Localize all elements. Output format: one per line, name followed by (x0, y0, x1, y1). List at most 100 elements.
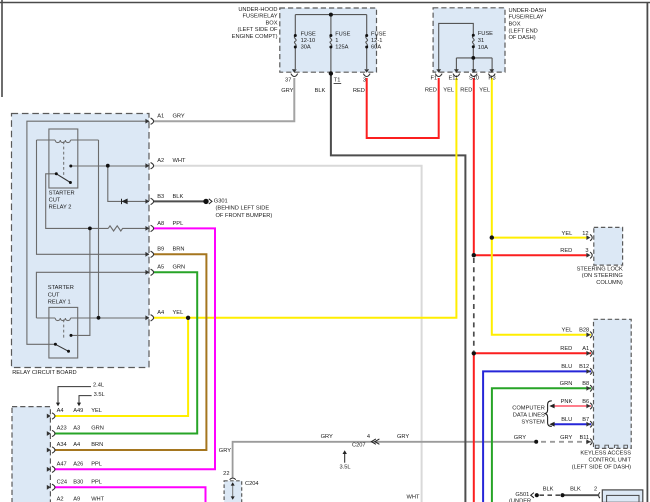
svg-text:CUT: CUT (49, 198, 61, 204)
svg-text:G501: G501 (515, 492, 529, 498)
svg-text:PPL: PPL (91, 461, 102, 467)
svg-text:FUSE/RELAY: FUSE/RELAY (509, 15, 544, 21)
svg-text:STEERING LOCK: STEERING LOCK (577, 267, 623, 273)
svg-text:3.5L: 3.5L (340, 465, 351, 471)
svg-text:10A: 10A (478, 45, 488, 51)
svg-text:DATA LINES: DATA LINES (513, 412, 545, 418)
svg-text:GRY: GRY (560, 435, 572, 441)
svg-text:RELAY 2: RELAY 2 (49, 205, 72, 211)
svg-text:3.5L: 3.5L (94, 392, 105, 398)
svg-text:FUSE/RELAY: FUSE/RELAY (243, 14, 278, 20)
svg-text:GRY: GRY (397, 434, 409, 440)
svg-text:FUSE: FUSE (335, 31, 350, 37)
svg-text:2: 2 (594, 486, 597, 492)
svg-text:3: 3 (363, 77, 366, 83)
svg-text:BLK: BLK (173, 194, 184, 200)
svg-text:37: 37 (285, 77, 291, 83)
svg-text:G301: G301 (214, 198, 228, 204)
svg-text:RED: RED (425, 88, 437, 94)
svg-text:BRN: BRN (91, 442, 103, 448)
svg-text:GRY: GRY (281, 88, 293, 94)
svg-text:B11: B11 (579, 435, 589, 441)
svg-text:STARTER: STARTER (48, 285, 74, 291)
svg-text:ENGINE COMPT): ENGINE COMPT) (232, 34, 278, 40)
svg-text:(BEHIND LEFT SIDE: (BEHIND LEFT SIDE (216, 206, 270, 212)
svg-text:COMPUTER: COMPUTER (512, 405, 545, 411)
svg-text:(LEFT END: (LEFT END (509, 28, 538, 34)
svg-text:(ON STEERING: (ON STEERING (582, 273, 623, 279)
svg-text:CONTROL UNIT: CONTROL UNIT (589, 458, 632, 464)
svg-text:FUSE: FUSE (478, 31, 493, 37)
svg-text:B9: B9 (157, 247, 164, 253)
svg-text:B7: B7 (582, 417, 589, 423)
svg-text:B28: B28 (579, 327, 589, 333)
svg-text:PPL: PPL (91, 479, 102, 485)
svg-text:BLK: BLK (543, 487, 554, 493)
svg-text:A4: A4 (57, 408, 64, 414)
svg-text:RED: RED (460, 88, 472, 94)
svg-text:B8: B8 (582, 381, 589, 387)
svg-text:31: 31 (478, 38, 484, 44)
svg-text:FUSE: FUSE (371, 31, 386, 37)
svg-text:RED: RED (353, 88, 365, 94)
svg-text:12-1: 12-1 (371, 38, 382, 44)
svg-text:30A: 30A (301, 45, 311, 51)
svg-text:A1: A1 (582, 346, 589, 352)
svg-text:B3: B3 (157, 194, 164, 200)
svg-text:COLUMN): COLUMN) (596, 280, 623, 286)
svg-text:BLU: BLU (561, 417, 572, 423)
svg-text:B30: B30 (73, 479, 83, 485)
svg-text:(UNDER: (UNDER (509, 499, 531, 502)
svg-text:YEL: YEL (479, 88, 490, 94)
svg-text:2.4L: 2.4L (93, 383, 104, 389)
svg-text:BLK: BLK (570, 487, 581, 493)
svg-text:A1: A1 (157, 114, 164, 120)
svg-text:A47: A47 (57, 461, 67, 467)
svg-text:OF FRONT BUMPER): OF FRONT BUMPER) (216, 213, 273, 219)
svg-text:A2: A2 (57, 497, 64, 502)
svg-text:12: 12 (582, 231, 588, 237)
svg-text:A2: A2 (157, 158, 164, 164)
svg-text:GRY: GRY (321, 434, 333, 440)
svg-text:A34: A34 (57, 442, 67, 448)
svg-text:CUT: CUT (48, 292, 60, 298)
svg-text:E11: E11 (448, 76, 458, 82)
svg-text:A26: A26 (73, 461, 83, 467)
svg-text:YEL: YEL (173, 310, 184, 316)
svg-text:A9: A9 (73, 497, 80, 502)
svg-text:GRY: GRY (219, 448, 231, 454)
svg-text:A4: A4 (73, 442, 80, 448)
svg-text:A4: A4 (157, 310, 164, 316)
svg-text:BOX: BOX (265, 20, 277, 26)
svg-text:WHT: WHT (91, 497, 104, 502)
svg-text:12-10: 12-10 (301, 38, 316, 44)
svg-text:22: 22 (223, 471, 229, 477)
svg-text:B12: B12 (579, 364, 589, 370)
svg-text:F1: F1 (430, 76, 437, 82)
svg-text:PNK: PNK (561, 399, 573, 405)
svg-text:4: 4 (367, 434, 370, 440)
svg-text:H3: H3 (488, 76, 495, 82)
svg-text:GRY: GRY (514, 435, 526, 441)
svg-text:RELAY 1: RELAY 1 (48, 299, 71, 305)
svg-text:RED: RED (560, 346, 572, 352)
svg-text:WHT: WHT (407, 494, 420, 500)
svg-text:FUSE: FUSE (301, 31, 316, 37)
svg-text:GRN: GRN (560, 381, 573, 387)
svg-text:A3: A3 (73, 426, 80, 432)
svg-text:B6: B6 (582, 399, 589, 405)
svg-text:C24: C24 (57, 479, 67, 485)
svg-text:PPL: PPL (173, 221, 184, 227)
svg-text:C204: C204 (245, 481, 259, 487)
svg-text:WHT: WHT (173, 158, 186, 164)
svg-text:3: 3 (585, 248, 588, 254)
svg-text:C207: C207 (352, 442, 366, 448)
svg-text:KEYLESS ACCESS: KEYLESS ACCESS (580, 451, 631, 457)
svg-text:(LEFT SIDE OF DASH): (LEFT SIDE OF DASH) (572, 464, 631, 470)
svg-text:YEL: YEL (562, 327, 573, 333)
svg-text:GRN: GRN (173, 265, 186, 271)
svg-text:YEL: YEL (443, 88, 454, 94)
svg-text:A23: A23 (57, 426, 67, 432)
svg-text:GRN: GRN (91, 426, 104, 432)
svg-text:SYSTEM: SYSTEM (521, 419, 545, 425)
